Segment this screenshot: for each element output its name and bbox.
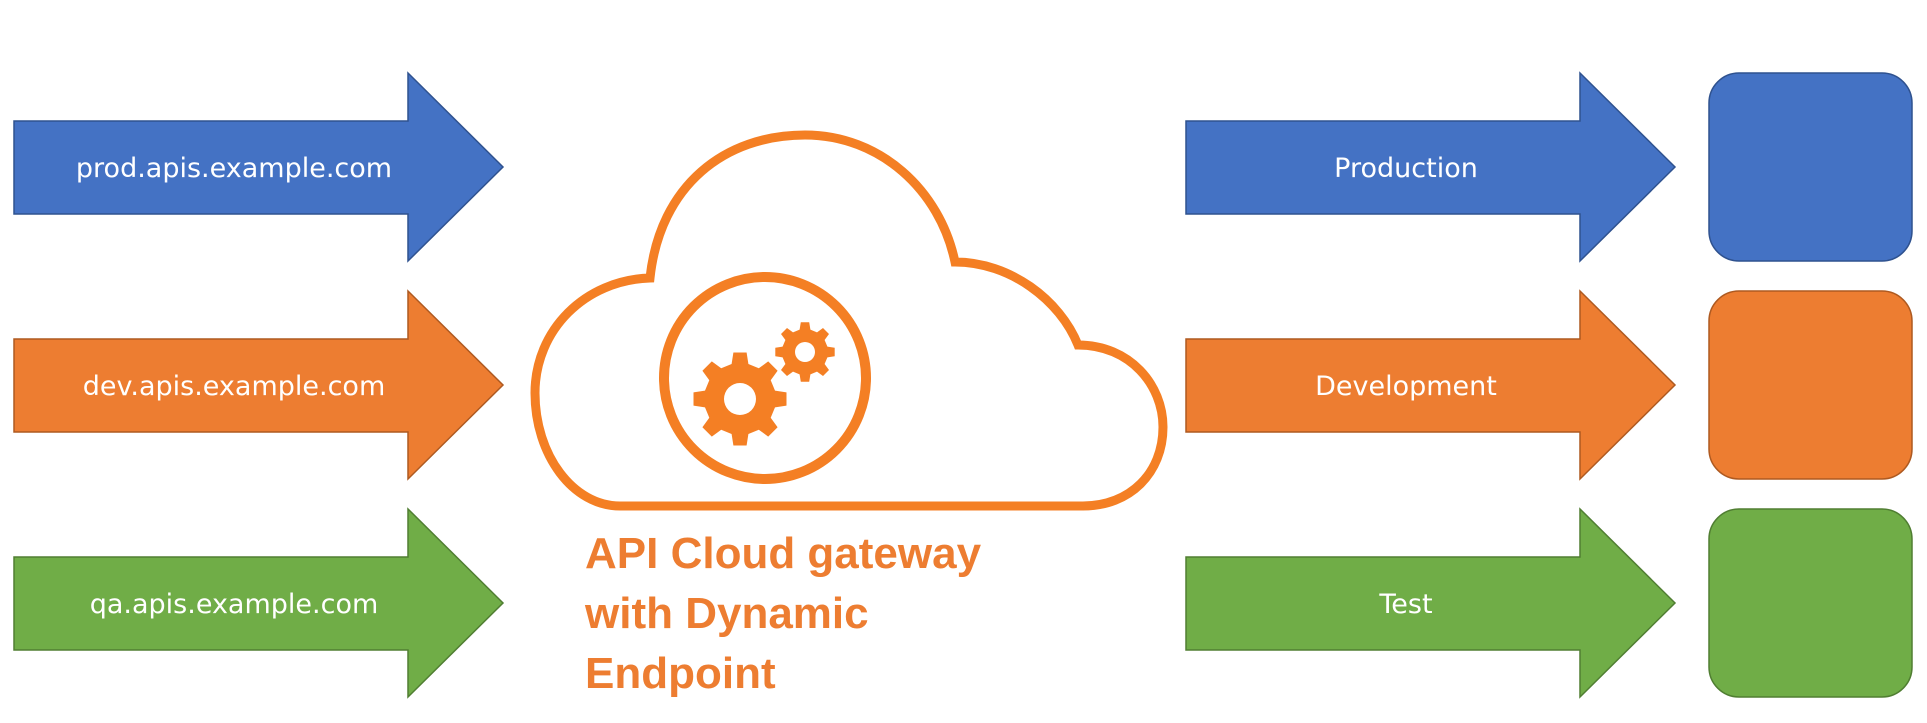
arrow-label: Production — [1334, 153, 1478, 184]
arrow-shape — [13, 507, 505, 699]
cloud-gateway-icon — [530, 130, 1168, 511]
outgoing-arrow-production: Production — [1185, 71, 1677, 263]
incoming-arrow-dev: dev.apis.example.com — [13, 289, 505, 481]
arrow-label: qa.apis.example.com — [90, 589, 379, 620]
arrow-shape — [1185, 507, 1677, 699]
gateway-title-line-1: API Cloud gateway — [585, 529, 982, 578]
arrow-label: dev.apis.example.com — [83, 371, 386, 402]
arrow-shape — [1185, 289, 1677, 481]
arrow-shape — [1185, 71, 1677, 263]
production-environment-box — [1708, 72, 1913, 262]
arrow-label: Development — [1315, 371, 1497, 402]
development-environment-box — [1708, 290, 1913, 480]
arrow-label: Test — [1378, 589, 1432, 620]
test-environment-box — [1708, 508, 1913, 698]
arrow-shape — [13, 289, 505, 481]
arrow-label: prod.apis.example.com — [76, 153, 392, 184]
outgoing-arrow-test: Test — [1185, 507, 1677, 699]
incoming-arrow-qa: qa.apis.example.com — [13, 507, 505, 699]
gateway-title-line-3: Endpoint — [585, 649, 776, 698]
outgoing-arrow-development: Development — [1185, 289, 1677, 481]
small-gear-icon — [775, 322, 835, 382]
incoming-arrow-prod: prod.apis.example.com — [13, 71, 505, 263]
gears-icon — [693, 322, 835, 446]
large-gear-icon — [693, 352, 787, 446]
gateway-title-line-2: with Dynamic — [584, 589, 869, 638]
arrow-shape — [13, 71, 505, 263]
cloud-outline-icon — [530, 130, 1168, 511]
gear-ring-icon — [659, 272, 871, 484]
